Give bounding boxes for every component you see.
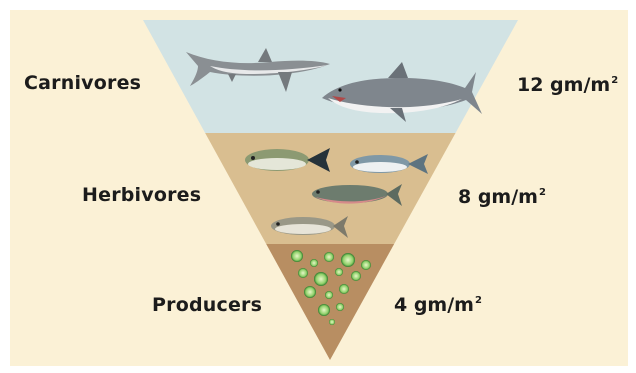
level-value-producers: 4 gm/m2 — [394, 294, 482, 316]
level-label-producers: Producers — [152, 294, 262, 316]
value-text: 8 gm/m — [458, 186, 538, 208]
value-exponent: 2 — [475, 295, 482, 306]
value-text: 12 gm/m — [517, 74, 610, 96]
level-value-carnivores: 12 gm/m2 — [517, 74, 618, 96]
value-exponent: 2 — [539, 187, 546, 198]
level-label-herbivores: Herbivores — [82, 184, 201, 206]
value-text: 4 gm/m — [394, 294, 474, 316]
diagram-canvas: Carnivores Herbivores Producers 12 gm/m2… — [10, 10, 628, 366]
level-value-herbivores: 8 gm/m2 — [458, 186, 546, 208]
value-exponent: 2 — [611, 75, 618, 86]
level-label-carnivores: Carnivores — [24, 72, 141, 94]
